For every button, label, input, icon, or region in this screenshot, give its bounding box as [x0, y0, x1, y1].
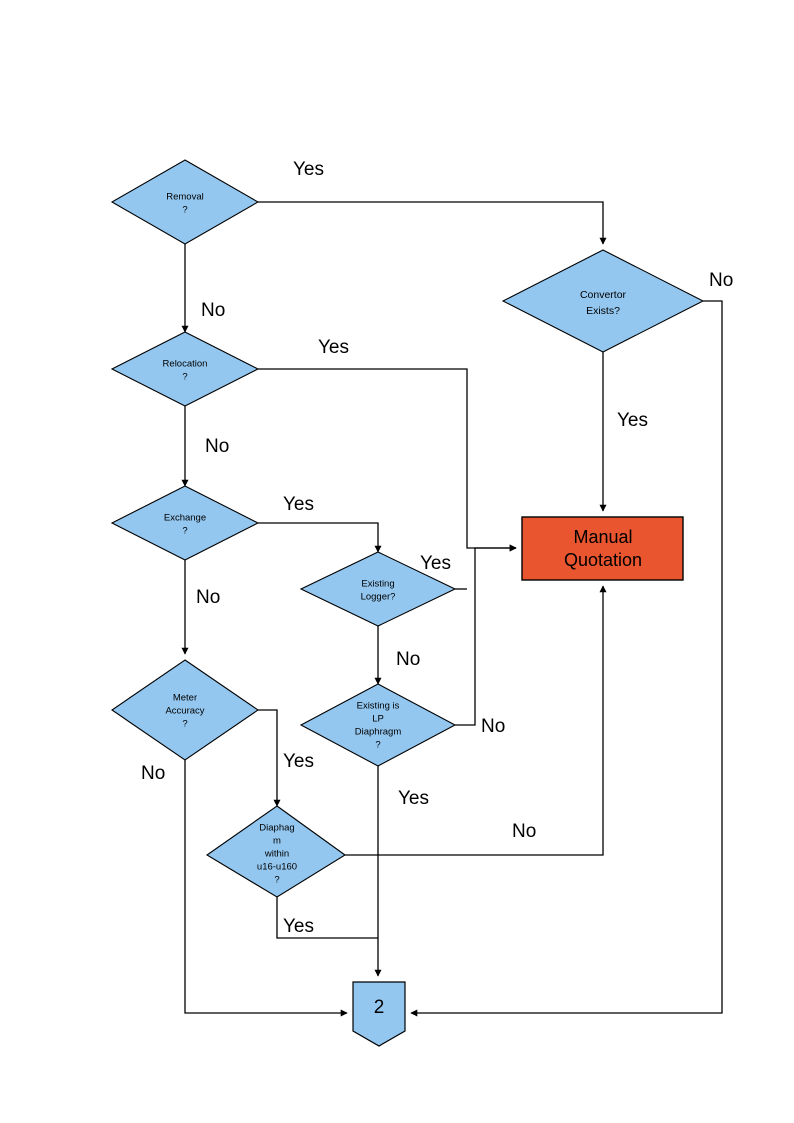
edge-removal-yes	[258, 201, 607, 245]
decision-shape-existing-logger[interactable]	[299, 551, 457, 627]
node-diaphagm-line3: within	[264, 849, 289, 860]
edge-diaphagm-no	[345, 585, 607, 856]
node-manual-quotation[interactable]: Manual Quotation	[521, 516, 684, 581]
node-existing-lp-diaphragm[interactable]: Existing is LP Diaphragm ?	[299, 683, 457, 767]
node-existing-logger[interactable]: Existing Logger?	[299, 551, 457, 627]
edge-label-removal-no: No	[201, 300, 225, 321]
node-convertor-line1: Convertor	[580, 289, 627, 301]
edge-label-removal-yes: Yes	[293, 159, 324, 180]
edge-label-meter-no: No	[141, 763, 165, 784]
node-diaphagm-line5: ?	[274, 875, 279, 886]
edge-label-relocation-no: No	[205, 436, 229, 457]
edge-label-diaphagm-yes: Yes	[283, 916, 314, 937]
process-shape-manual-quotation[interactable]	[521, 516, 684, 581]
node-lp-line3: Diaphragm	[355, 727, 402, 738]
node-convertor-line2: Exists?	[586, 305, 620, 317]
node-diaphagm-line2: m	[273, 836, 281, 847]
edge-label-convertor-no: No	[709, 270, 733, 291]
edge-label-convertor-yes: Yes	[617, 410, 648, 431]
node-exchange-line1: Exchange	[164, 513, 206, 524]
node-exchange-line2: ?	[182, 526, 187, 537]
node-lp-line1: Existing is	[357, 701, 400, 712]
node-offpage2-label: 2	[374, 997, 385, 1018]
node-relocation[interactable]: Relocation ?	[110, 331, 260, 407]
node-relocation-line1: Relocation	[163, 359, 208, 370]
node-meter-line2: Accuracy	[165, 706, 204, 717]
node-manualquote-line2: Quotation	[564, 550, 642, 570]
connector-shape-2[interactable]	[352, 981, 406, 1047]
edge-label-exchange-no: No	[196, 587, 220, 608]
edge-label-exchange-yes: Yes	[283, 494, 314, 515]
node-removal[interactable]: Removal ?	[110, 159, 260, 245]
edge-exchange-yes	[258, 522, 382, 553]
node-diaphagm-line4: u16-u160	[257, 862, 297, 873]
decision-shape-relocation[interactable]	[110, 331, 260, 407]
node-logger-line1: Existing	[361, 579, 394, 590]
edge-diaphagm-yes	[276, 897, 378, 939]
edge-label-lp-yes: Yes	[398, 788, 429, 809]
node-removal-line1: Removal	[166, 192, 204, 203]
node-lp-line4: ?	[375, 740, 380, 751]
node-exchange[interactable]: Exchange ?	[110, 485, 260, 561]
edge-relocation-yes	[258, 368, 517, 552]
node-meter-accuracy[interactable]: Meter Accuracy ?	[111, 659, 259, 761]
edge-convertor-no	[410, 300, 723, 1017]
node-convertor-exists[interactable]: Convertor Exists?	[501, 249, 705, 353]
node-diaphagm-within[interactable]: Diaphag m within u16-u160 ?	[205, 805, 346, 898]
edge-label-relocation-yes: Yes	[318, 337, 349, 358]
edge-meter-no	[184, 760, 348, 1017]
edge-label-meter-yes: Yes	[283, 751, 314, 772]
node-removal-line2: ?	[182, 205, 187, 216]
decision-shape-exchange[interactable]	[110, 485, 260, 561]
node-relocation-line2: ?	[182, 372, 187, 383]
decision-shape-convertor-exists[interactable]	[501, 249, 705, 353]
decision-shape-diaphagm-within[interactable]	[205, 805, 346, 898]
edge-meter-yes	[258, 709, 281, 807]
edge-label-logger-no: No	[396, 649, 420, 670]
node-lp-line2: LP	[372, 714, 384, 725]
edge-lp-no	[455, 544, 517, 726]
node-meter-line1: Meter	[173, 693, 197, 704]
node-diaphagm-line1: Diaphag	[259, 823, 294, 834]
decision-shape-existing-lp-diaphragm[interactable]	[299, 683, 457, 767]
edge-label-logger-yes: Yes	[420, 553, 451, 574]
edge-label-lp-no: No	[481, 716, 505, 737]
node-manualquote-line1: Manual	[573, 527, 632, 547]
decision-shape-meter-accuracy[interactable]	[111, 659, 259, 761]
decision-shape-removal[interactable]	[110, 159, 260, 245]
edge-label-diaphagm-no: No	[512, 821, 536, 842]
node-logger-line2: Logger?	[361, 592, 396, 603]
node-meter-line3: ?	[182, 719, 187, 730]
node-offpage-connector-2[interactable]: 2	[352, 981, 406, 1047]
